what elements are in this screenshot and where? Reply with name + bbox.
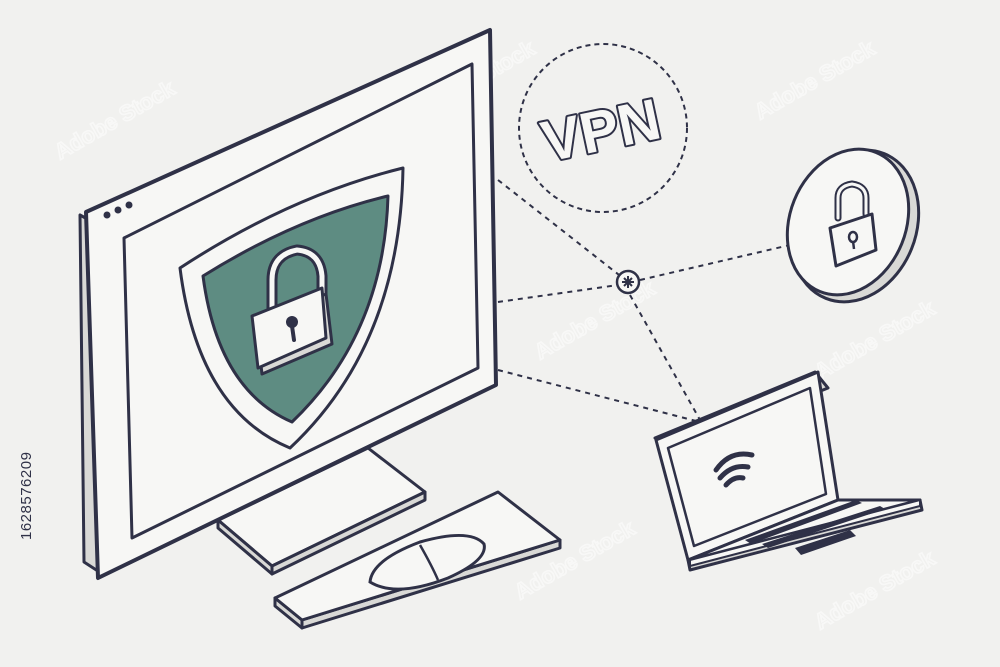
laptop-keyboard bbox=[745, 500, 885, 555]
link-hub-lock bbox=[639, 244, 791, 281]
mouse-icon bbox=[368, 533, 486, 591]
padlock-icon bbox=[828, 180, 878, 268]
network-hub-icon bbox=[615, 269, 641, 295]
wifi-icon bbox=[713, 451, 755, 488]
padlock-icon bbox=[250, 244, 334, 376]
network-lines bbox=[497, 179, 791, 423]
monitor-icon bbox=[78, 28, 498, 580]
vpn-badge: VPN bbox=[518, 43, 688, 213]
watermark-text: Adobe Stock bbox=[810, 295, 940, 384]
window-dots bbox=[103, 201, 133, 219]
watermark-text: Adobe Stock bbox=[50, 75, 180, 164]
watermark-text: Adobe Stock bbox=[810, 545, 940, 634]
stock-id-label: 1628576209 bbox=[18, 451, 35, 540]
laptop-icon bbox=[653, 370, 924, 572]
shield-icon bbox=[178, 166, 405, 450]
lock-badge bbox=[785, 147, 921, 304]
link-monitor-laptop bbox=[497, 369, 701, 423]
link-monitor-hub bbox=[497, 284, 619, 303]
watermark-text: Adobe Stock bbox=[530, 275, 660, 364]
link-hub-laptop bbox=[629, 294, 701, 421]
link-monitor-vpn bbox=[497, 179, 629, 283]
keyboard-icon bbox=[273, 490, 562, 630]
watermark-text: Adobe Stock bbox=[750, 35, 880, 124]
